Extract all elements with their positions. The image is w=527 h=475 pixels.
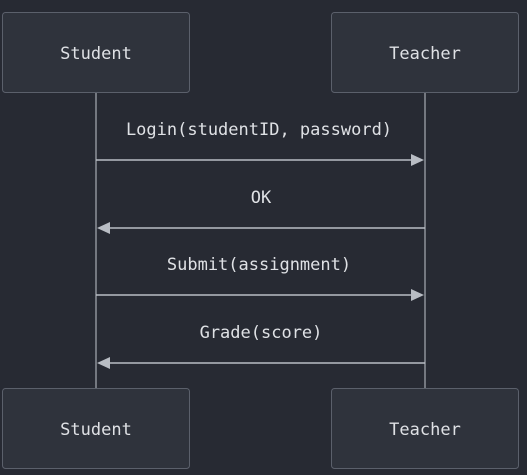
actor-box: [331, 388, 519, 469]
message-label: Submit(assignment): [167, 255, 351, 275]
arrow-right-icon: [411, 289, 424, 301]
message-label: Login(studentID, password): [126, 120, 392, 140]
message-grade: Grade(score): [97, 323, 425, 369]
message-login: Login(studentID, password): [96, 120, 424, 166]
actor-box: [331, 12, 519, 93]
actor-student-bottom[interactable]: Student: [2, 388, 190, 469]
actor-teacher-bottom[interactable]: Teacher: [331, 388, 519, 469]
actor-label: Teacher: [389, 44, 461, 64]
arrow-right-icon: [411, 154, 424, 166]
actor-box: [2, 12, 190, 93]
actor-student-top[interactable]: Student: [2, 12, 190, 93]
message-label: Grade(score): [200, 323, 323, 343]
actor-label: Student: [60, 44, 132, 64]
actor-label: Teacher: [389, 420, 461, 440]
actor-teacher-top[interactable]: Teacher: [331, 12, 519, 93]
arrow-left-icon: [97, 222, 110, 234]
message-label: OK: [251, 188, 272, 208]
arrow-left-icon: [97, 357, 110, 369]
message-ok: OK: [97, 188, 425, 234]
message-submit: Submit(assignment): [96, 255, 424, 301]
actor-label: Student: [60, 420, 132, 440]
actor-box: [2, 388, 190, 469]
